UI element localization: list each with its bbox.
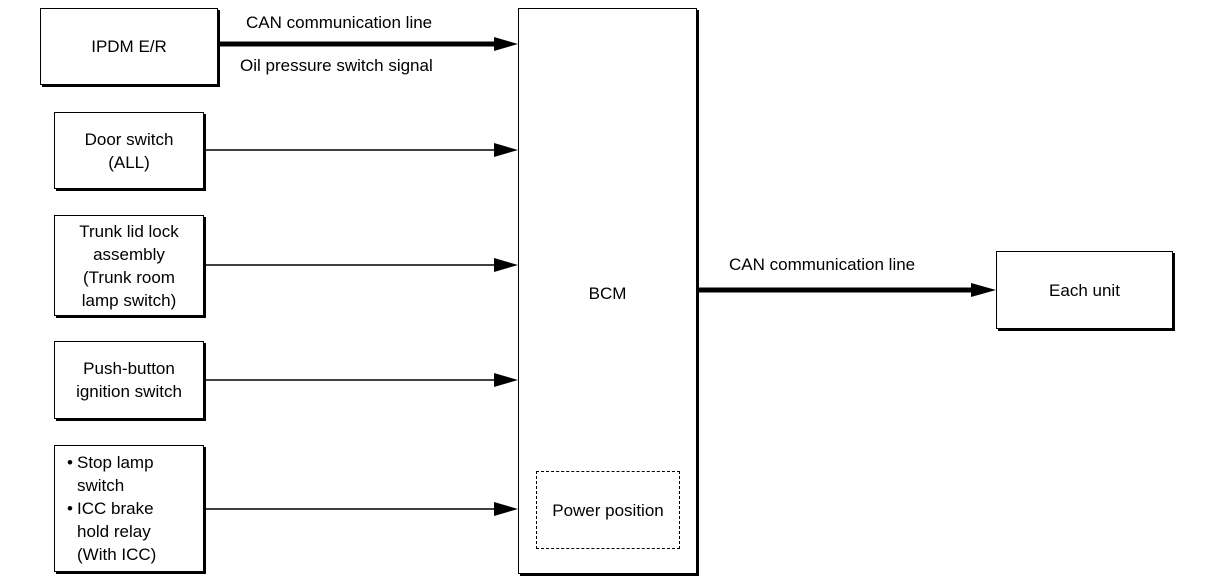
power-position-label: Power position [552,500,664,520]
door-switch-line-2: (ALL) [108,152,150,172]
each-unit-box: Each unit [996,251,1173,329]
trunk-to-bcm-arrowhead [494,258,518,272]
icc-line-2: hold relay [77,522,151,541]
push-button-line-1: Push-button [83,359,175,378]
door-to-bcm-arrowhead [494,143,518,157]
ipdm-oil-label: Oil pressure switch signal [240,56,433,75]
trunk-line-4: lamp switch) [81,290,177,310]
trunk-box: Trunk lid lock assembly (Trunk room lamp… [54,215,204,316]
brake-item-icc-relay: • ICC brake hold relay (With ICC) [63,497,156,566]
push-button-box: Push-button ignition switch [54,341,204,419]
push-button-line-2: ignition switch [76,382,182,401]
stop-lamp-line-1: Stop lamp [77,453,154,472]
stop-lamp-line-2: switch [77,476,125,495]
ipdm-to-bcm-arrowhead [494,37,518,51]
icc-line-3: (With ICC) [77,545,157,564]
trunk-line-2: assembly [93,244,165,264]
brake-to-bcm-arrowhead [494,502,518,516]
trunk-line-1: Trunk lid lock [79,221,179,241]
push-to-bcm-arrowhead [494,373,518,387]
icc-line-1: ICC brake [77,499,154,518]
ipdm-box: IPDM E/R [40,8,218,85]
each-unit-label: Each unit [1049,280,1120,300]
power-position-box: Power position [536,471,680,549]
bcm-label: BCM [588,284,627,303]
brake-item-stop-lamp: • Stop lamp switch [63,451,154,497]
door-switch-box: Door switch (ALL) [54,112,204,189]
ipdm-can-label: CAN communication line [246,13,433,32]
bcm-box: BCM Power position [518,8,697,574]
bullet-marker: • [67,453,73,472]
trunk-line-3: (Trunk room [83,267,175,287]
ipdm-label: IPDM E/R [91,37,167,56]
brake-box: • Stop lamp switch • ICC brake hold rela… [54,445,204,572]
door-switch-line-1: Door switch [84,129,174,149]
bcm-to-unit-arrowhead [971,283,996,297]
bcm-can-label: CAN communication line [729,255,916,274]
bullet-marker: • [67,499,73,518]
